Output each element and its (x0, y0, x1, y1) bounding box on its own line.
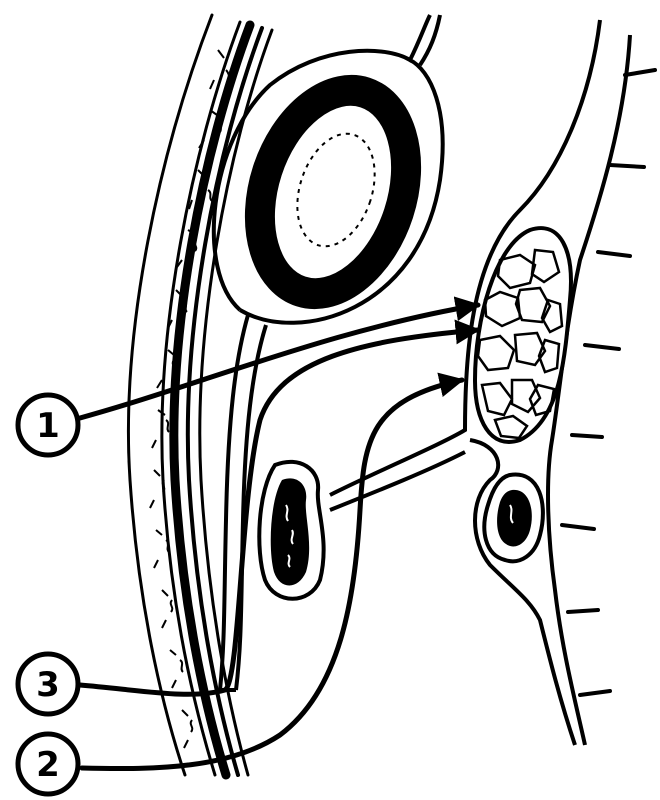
callout-3-label: 3 (36, 665, 60, 705)
right-edge-ticks (562, 70, 655, 695)
right-small-body (484, 475, 543, 562)
callout-2-label: 2 (36, 745, 60, 785)
left-bean-body (259, 462, 323, 599)
callout-2: 2 (18, 734, 78, 794)
callout-3: 3 (18, 654, 78, 714)
callout-1-label: 1 (36, 406, 60, 446)
callout-1: 1 (18, 395, 78, 455)
